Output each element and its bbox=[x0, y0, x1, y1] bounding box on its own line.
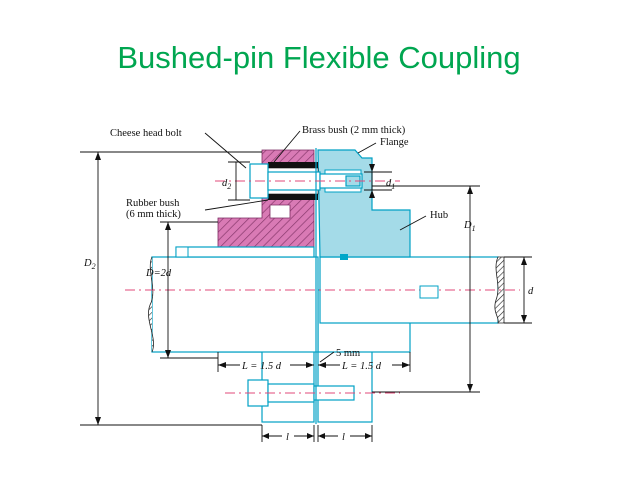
dimensions bbox=[80, 130, 532, 442]
label-L-right: L = 1.5 d bbox=[341, 361, 382, 372]
label-rubber-bush-thickness: (6 mm thick) bbox=[126, 209, 181, 220]
slide-title: Bushed-pin Flexible Coupling bbox=[117, 40, 521, 75]
label-rubber-bush: Rubber bush bbox=[126, 198, 180, 209]
centerlines bbox=[125, 180, 520, 394]
label-cheese-head-bolt: Cheese head bolt bbox=[110, 128, 182, 139]
right-flange-hub bbox=[317, 149, 411, 260]
label-d1: d1 bbox=[386, 178, 395, 191]
label-D-eq-2d: D=2d bbox=[145, 268, 172, 279]
label-L-left: L = 1.5 d bbox=[241, 361, 282, 372]
label-l-right: l bbox=[342, 432, 345, 443]
labels: Cheese head bolt Brass bush (2 mm thick)… bbox=[83, 125, 534, 443]
label-brass-bush: Brass bush (2 mm thick) bbox=[302, 125, 406, 136]
label-flange: Flange bbox=[380, 137, 409, 148]
label-hub: Hub bbox=[430, 210, 448, 221]
label-d2: d2 bbox=[222, 178, 231, 191]
label-5mm: 5 mm bbox=[336, 348, 360, 359]
left-shaft bbox=[148, 256, 319, 353]
label-l-left: l bbox=[286, 432, 289, 443]
label-D2: D2 bbox=[83, 258, 96, 271]
label-d: d bbox=[528, 286, 534, 297]
label-D1: D1 bbox=[463, 220, 476, 233]
